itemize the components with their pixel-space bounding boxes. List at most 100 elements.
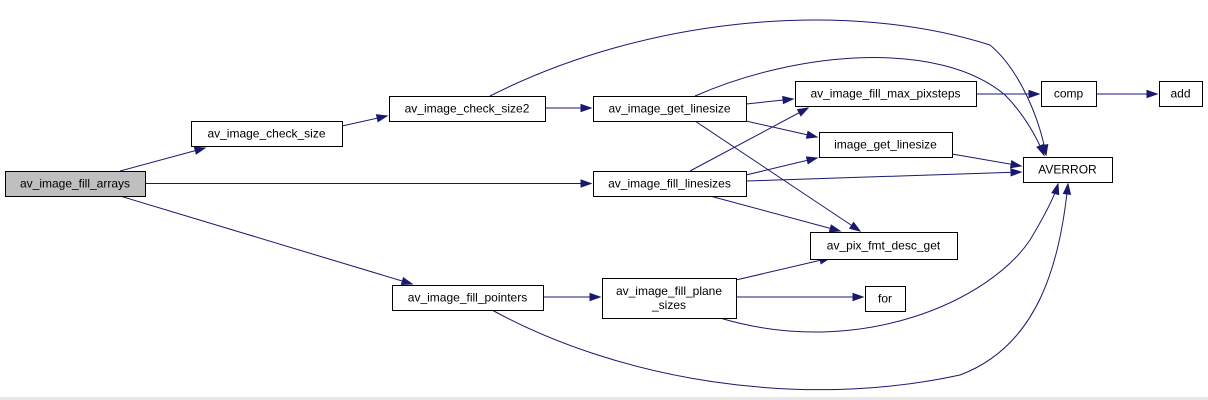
arrowhead-icon bbox=[852, 292, 865, 302]
edge-line bbox=[694, 57, 1045, 156]
edge-line bbox=[745, 171, 1022, 182]
node-av_image_fill_max_pixsteps[interactable]: av_image_fill_max_pixsteps bbox=[795, 81, 977, 107]
arrowhead-icon bbox=[193, 146, 207, 155]
node-av_image_check_size2[interactable]: av_image_check_size2 bbox=[389, 96, 546, 122]
node-label: add bbox=[1170, 87, 1190, 101]
edges-layer bbox=[119, 19, 1159, 391]
edge-line bbox=[745, 120, 818, 138]
arrowhead-icon bbox=[828, 224, 842, 233]
node-label: av_image_check_size2 bbox=[405, 102, 530, 116]
arrowhead-icon bbox=[1010, 168, 1023, 177]
node-label: for bbox=[878, 292, 892, 306]
node-label: _sizes bbox=[651, 298, 686, 312]
arrowhead-icon bbox=[782, 95, 795, 105]
node-label: av_image_get_linesize bbox=[608, 102, 730, 116]
edge-av_image_fill_pointers-to-av_image_fill_plane_sizes bbox=[543, 292, 602, 302]
node-label: image_get_linesize bbox=[834, 138, 937, 152]
arrowhead-icon bbox=[580, 179, 593, 188]
node-box[interactable] bbox=[810, 232, 958, 260]
node-for[interactable]: for bbox=[865, 286, 906, 312]
node-box[interactable] bbox=[1041, 81, 1097, 107]
arrowhead-icon bbox=[400, 276, 414, 285]
node-box[interactable] bbox=[819, 132, 953, 158]
node-label: AVERROR bbox=[1038, 163, 1097, 177]
node-add[interactable]: add bbox=[1159, 81, 1203, 107]
edge-av_image_fill_plane_sizes-to-for bbox=[736, 292, 865, 302]
edge-comp-to-add bbox=[1096, 89, 1159, 99]
edge-av_image_get_linesize-to-AVERROR bbox=[694, 57, 1045, 157]
bottom-divider bbox=[0, 397, 1208, 400]
nodes-layer: av_image_fill_arraysav_image_check_sizea… bbox=[5, 81, 1203, 319]
edge-av_image_get_linesize-to-image_get_linesize bbox=[745, 120, 819, 139]
edge-line bbox=[951, 153, 1022, 167]
node-label: av_pix_fmt_desc_get bbox=[827, 239, 941, 253]
node-label: av_image_fill_plane bbox=[616, 284, 722, 298]
node-label: av_image_fill_pointers bbox=[408, 291, 527, 305]
node-box[interactable] bbox=[602, 278, 737, 319]
node-label: comp bbox=[1054, 87, 1084, 101]
arrowhead-icon bbox=[796, 107, 810, 117]
node-av_image_fill_plane_sizes[interactable]: av_image_fill_plane_sizes bbox=[602, 278, 737, 319]
node-box[interactable] bbox=[795, 81, 977, 107]
node-AVERROR[interactable]: AVERROR bbox=[1023, 157, 1113, 183]
node-label: av_image_fill_linesizes bbox=[608, 177, 731, 191]
edge-av_image_check_size2-to-av_image_get_linesize bbox=[545, 103, 593, 113]
arrowhead-icon bbox=[1146, 89, 1159, 99]
node-box[interactable] bbox=[1159, 81, 1203, 107]
arrowhead-icon bbox=[1051, 182, 1060, 196]
arrowhead-icon bbox=[375, 114, 389, 123]
edge-av_image_fill_plane_sizes-to-AVERROR bbox=[719, 182, 1060, 333]
node-av_image_fill_arrays[interactable]: av_image_fill_arrays bbox=[5, 171, 146, 197]
node-av_pix_fmt_desc_get[interactable]: av_pix_fmt_desc_get bbox=[810, 232, 958, 260]
node-box[interactable] bbox=[593, 171, 747, 197]
edge-line bbox=[745, 157, 818, 176]
node-box[interactable] bbox=[593, 96, 747, 122]
edge-av_image_fill_linesizes-to-image_get_linesize bbox=[745, 156, 819, 176]
arrowhead-icon bbox=[1062, 182, 1072, 195]
node-av_image_fill_linesizes[interactable]: av_image_fill_linesizes bbox=[593, 171, 747, 197]
node-image_get_linesize[interactable]: image_get_linesize bbox=[819, 132, 953, 158]
edge-line bbox=[689, 107, 809, 172]
edge-av_image_check_size-to-av_image_check_size2 bbox=[341, 114, 389, 127]
node-box[interactable] bbox=[392, 285, 544, 311]
edge-av_image_fill_linesizes-to-av_pix_fmt_desc_get bbox=[709, 195, 842, 233]
edge-av_image_get_linesize-to-av_image_fill_max_pixsteps bbox=[745, 95, 795, 105]
node-av_image_get_linesize[interactable]: av_image_get_linesize bbox=[593, 96, 747, 122]
edge-av_image_fill_max_pixsteps-to-comp bbox=[976, 89, 1041, 99]
edge-av_image_get_linesize-to-av_pix_fmt_desc_get bbox=[694, 120, 862, 232]
edge-av_image_fill_arrays-to-av_image_fill_linesizes bbox=[145, 179, 593, 188]
arrowhead-icon bbox=[805, 130, 819, 139]
node-box[interactable] bbox=[5, 171, 146, 197]
edge-line bbox=[119, 195, 413, 285]
node-label: av_image_fill_arrays bbox=[20, 177, 130, 191]
edge-av_image_fill_arrays-to-av_image_check_size bbox=[119, 146, 207, 172]
edge-line bbox=[119, 147, 206, 172]
node-box[interactable] bbox=[865, 286, 906, 312]
edge-line bbox=[719, 183, 1059, 333]
edge-line bbox=[735, 257, 831, 281]
arrowhead-icon bbox=[805, 156, 819, 165]
node-box[interactable] bbox=[191, 121, 343, 147]
edge-line bbox=[694, 120, 861, 232]
arrowhead-icon bbox=[848, 221, 862, 232]
arrowhead-icon bbox=[580, 103, 593, 113]
edge-line bbox=[489, 19, 1047, 156]
edge-av_image_fill_linesizes-to-AVERROR bbox=[745, 168, 1023, 182]
edge-av_image_fill_linesizes-to-av_image_fill_max_pixsteps bbox=[689, 107, 810, 172]
node-box[interactable] bbox=[389, 96, 546, 122]
node-box[interactable] bbox=[1023, 157, 1113, 183]
arrowhead-icon bbox=[1036, 143, 1045, 157]
arrowhead-icon bbox=[1009, 160, 1023, 169]
edge-line bbox=[491, 183, 1069, 391]
edge-av_image_fill_plane_sizes-to-av_pix_fmt_desc_get bbox=[735, 256, 832, 281]
node-label: av_image_check_size bbox=[207, 127, 325, 141]
edge-line bbox=[709, 195, 841, 232]
node-av_image_fill_pointers[interactable]: av_image_fill_pointers bbox=[392, 285, 544, 311]
node-label: av_image_fill_max_pixsteps bbox=[810, 87, 960, 101]
edge-av_image_fill_pointers-to-AVERROR bbox=[491, 182, 1072, 391]
arrowhead-icon bbox=[589, 292, 602, 302]
node-av_image_check_size[interactable]: av_image_check_size bbox=[191, 121, 343, 147]
node-comp[interactable]: comp bbox=[1041, 81, 1097, 107]
edge-image_get_linesize-to-AVERROR bbox=[951, 153, 1023, 169]
